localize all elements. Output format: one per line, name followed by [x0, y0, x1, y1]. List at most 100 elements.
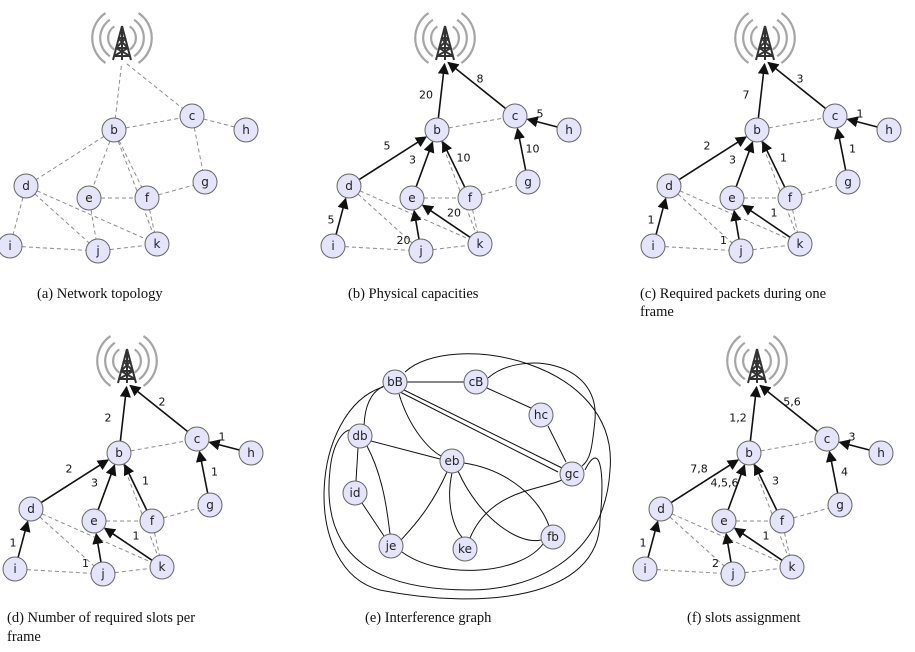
node-label-k: k — [477, 237, 484, 251]
ig-node-label-gc: gc — [565, 467, 579, 481]
ig-node-label-fb: fb — [547, 530, 559, 544]
label-g-c: 1 — [849, 143, 856, 156]
node-d — [13, 173, 39, 199]
link-T-b — [114, 65, 122, 119]
node-g — [827, 492, 853, 518]
node-c — [822, 103, 848, 129]
node-f — [769, 508, 795, 534]
node-label-c: c — [824, 432, 831, 446]
ig-node-hc — [528, 402, 554, 428]
label-h-c: 3 — [849, 431, 856, 444]
node-d — [336, 173, 362, 199]
route-b-to-T — [437, 62, 449, 119]
interference-edge-2 — [328, 353, 611, 591]
label-e-b: 3 — [91, 477, 98, 490]
link-b-k — [752, 464, 789, 556]
label-g-c: 10 — [526, 143, 540, 156]
node-j — [728, 238, 754, 264]
link-f-g — [163, 507, 199, 519]
node-i — [640, 233, 666, 259]
interference-edge-18 — [401, 543, 544, 571]
route-i-to-d — [335, 197, 349, 235]
link-b-k — [122, 464, 159, 556]
route-j-to-e — [92, 532, 104, 563]
node-label-d: d — [27, 502, 35, 516]
label-g-c: 1 — [211, 466, 218, 479]
node-h — [238, 440, 264, 466]
caption-a: (a) Network topology — [37, 286, 163, 302]
route-b-to-T — [749, 385, 761, 442]
link-d-j — [677, 193, 733, 244]
node-i — [320, 233, 346, 259]
link-f-k — [154, 532, 160, 556]
link-j-k — [752, 244, 789, 251]
route-c-to-T — [767, 61, 827, 110]
link-b-c — [448, 117, 504, 129]
label-i-d: 1 — [10, 537, 17, 550]
node-g — [515, 169, 541, 195]
label-c-T: 5,6 — [783, 396, 801, 409]
node-label-g: g — [524, 175, 532, 189]
node-label-h: h — [242, 123, 250, 137]
node-j — [408, 238, 434, 264]
node-e — [719, 185, 745, 211]
route-f-to-b — [441, 140, 466, 188]
link-c-g — [193, 127, 204, 171]
node-b — [106, 440, 132, 466]
ig-node-label-ke: ke — [458, 542, 472, 556]
node-j — [85, 238, 111, 264]
node-label-d: d — [665, 179, 673, 193]
node-label-c: c — [832, 109, 839, 123]
link-b-c — [760, 440, 816, 452]
radio-tower-icon — [91, 12, 153, 64]
route-f-to-b — [761, 140, 786, 188]
node-label-j: j — [95, 244, 99, 258]
node-label-k: k — [797, 237, 804, 251]
caption-c-line2: frame — [640, 304, 674, 320]
node-label-f: f — [145, 191, 150, 205]
node-e — [76, 185, 102, 211]
node-b — [736, 440, 762, 466]
link-j-k — [109, 244, 146, 251]
label-b-T: 1,2 — [729, 412, 747, 425]
node-k — [149, 554, 175, 580]
link-b-e — [92, 141, 111, 187]
label-k-e: 1 — [763, 530, 770, 543]
route-c-to-T — [447, 61, 507, 110]
caption-f: (f) slots assignment — [687, 610, 801, 626]
link-f-k — [792, 209, 798, 233]
interference-edge-6 — [547, 425, 567, 463]
node-label-h: h — [247, 446, 255, 460]
node-label-j: j — [730, 567, 734, 581]
link-e-j — [90, 209, 97, 240]
route-h-to-c — [838, 439, 870, 451]
route-c-to-T — [129, 384, 189, 433]
interference-edge-19 — [469, 479, 563, 539]
label-f-b: 1 — [142, 475, 149, 488]
node-b — [101, 117, 127, 143]
link-b-c — [130, 440, 186, 452]
node-label-i: i — [651, 239, 654, 253]
route-g-to-c — [195, 450, 209, 494]
label-d-b: 5 — [384, 140, 391, 153]
node-label-f: f — [468, 191, 473, 205]
node-k — [144, 231, 170, 257]
ig-node-label-bB: bB — [387, 375, 403, 389]
route-j-to-e — [730, 209, 742, 240]
node-e — [81, 508, 107, 534]
interference-edge-11 — [355, 447, 359, 482]
caption-b: (b) Physical capacities — [348, 286, 479, 302]
route-g-to-c — [513, 127, 527, 171]
node-label-d: d — [22, 179, 30, 193]
node-label-h: h — [885, 123, 893, 137]
route-i-to-d — [17, 520, 31, 558]
node-j — [90, 561, 116, 587]
label-f-b: 3 — [772, 475, 779, 488]
link-d-j — [34, 193, 90, 244]
link-i-j — [344, 246, 410, 251]
node-label-g: g — [206, 498, 214, 512]
interference-edge-12 — [366, 445, 391, 535]
interference-edge-5 — [486, 387, 532, 409]
